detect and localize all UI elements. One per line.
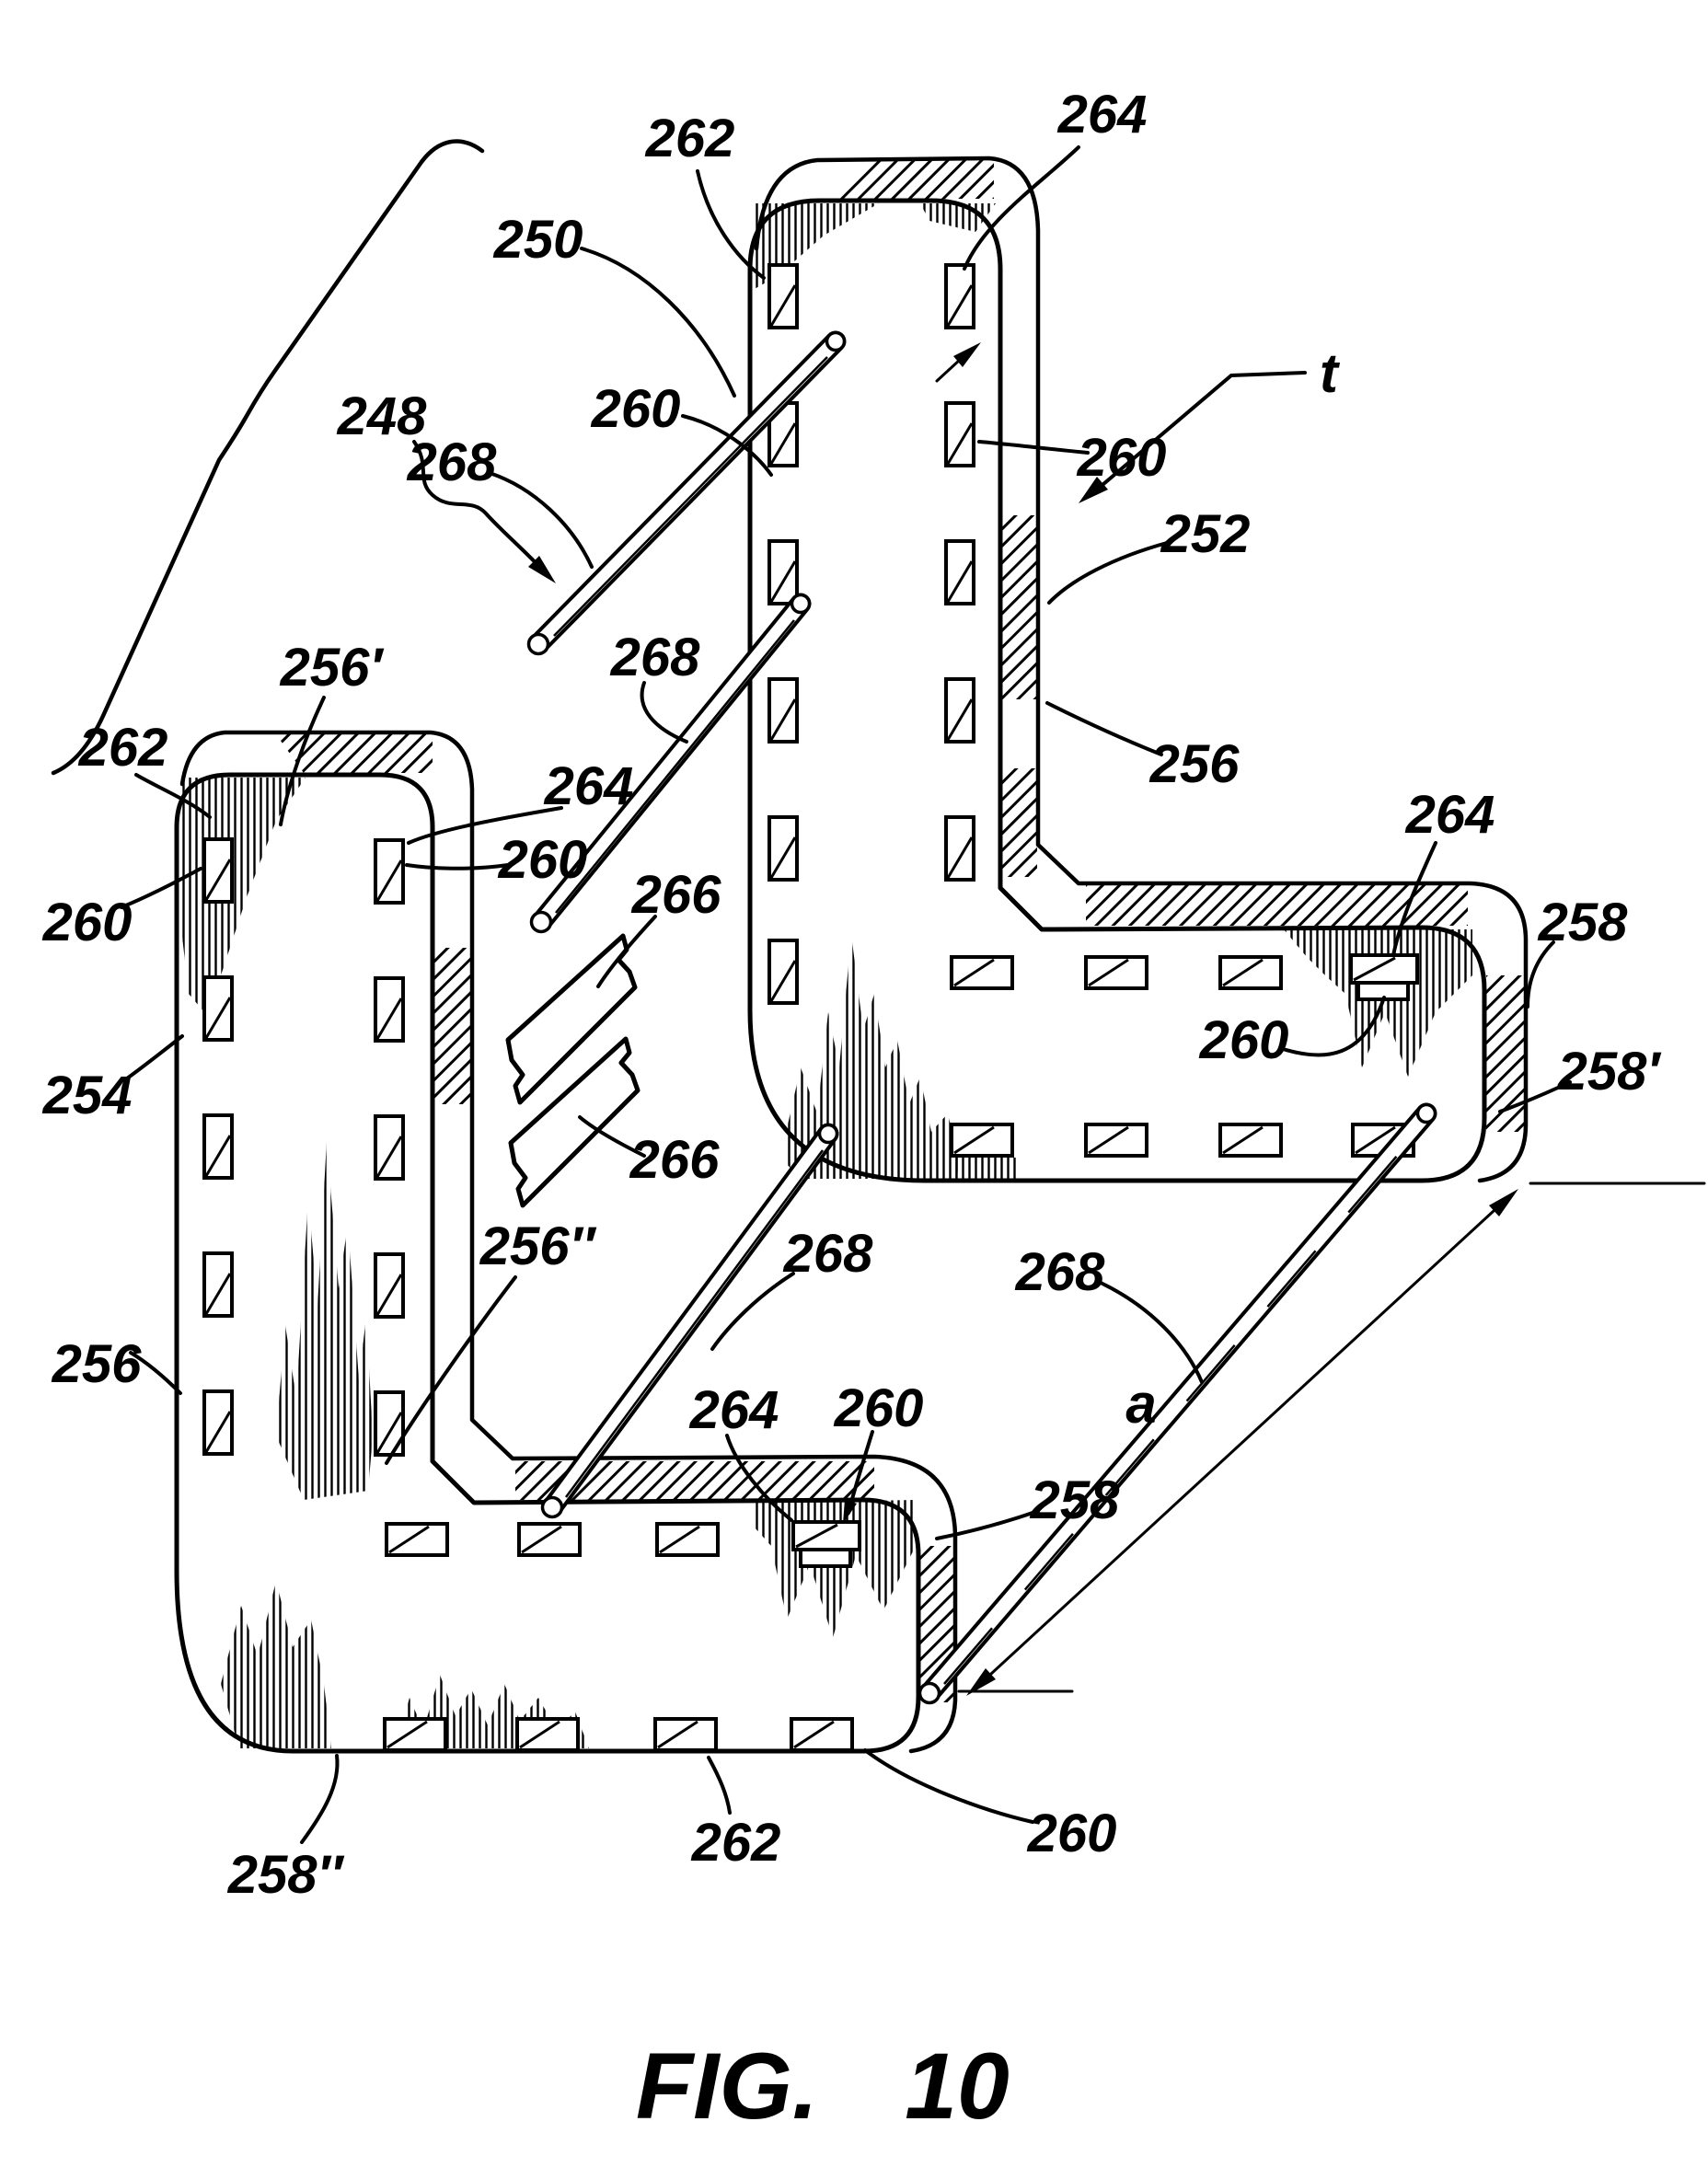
leader-256-right	[1045, 701, 1163, 756]
splice-strip-2	[508, 1036, 640, 1208]
leader-268-rod2	[640, 681, 688, 744]
brace-248	[51, 139, 485, 776]
right-angle-bracket	[747, 156, 1529, 1183]
leader-262-top	[696, 169, 766, 280]
ref-256-prime: 256′	[280, 638, 385, 698]
ref-250: 250	[493, 210, 583, 270]
leader-250	[580, 247, 736, 398]
dimension-a	[957, 1182, 1706, 1696]
leader-260-upper-left	[681, 414, 773, 477]
rod-3	[540, 1123, 839, 1519]
caption-fig-number: 10	[905, 2034, 1009, 2139]
left-angle-bracket	[174, 730, 958, 1754]
ref-254: 254	[42, 1066, 133, 1125]
leader-258-right	[1526, 940, 1555, 1009]
leader-268-rod4	[1099, 1281, 1204, 1384]
ref-t-thickness: t	[1320, 342, 1341, 404]
ref-262-top: 262	[645, 109, 735, 168]
ref-256-left: 256	[52, 1334, 143, 1394]
ref-268-rod3: 268	[783, 1224, 874, 1284]
dimension-arrow-lower	[966, 1668, 996, 1696]
ref-266-strip1: 266	[631, 865, 722, 925]
leader-262-left	[134, 773, 212, 819]
ref-264-left-arm: 264	[689, 1380, 779, 1440]
rod-2	[529, 593, 812, 934]
t-arrow-head	[1079, 477, 1108, 503]
leader-260-bottom	[863, 1748, 1034, 1824]
left-bracket-hatching	[180, 734, 955, 1748]
leader-260-left-arm-head	[843, 1499, 857, 1524]
ref-260-right-col: 260	[1077, 428, 1167, 488]
ref-260-left-right-col: 260	[498, 830, 588, 890]
ref-248-assembly: 248	[337, 386, 428, 446]
leader-268-rod3	[710, 1272, 795, 1351]
ref-260-left-left-col: 260	[42, 893, 133, 952]
thickness-t-pointer	[1079, 371, 1307, 503]
right-bracket-hatching	[753, 160, 1524, 1180]
assembly-brace-248	[51, 139, 556, 776]
splice-strips	[505, 933, 640, 1208]
ref-258-prime: 258′	[1557, 1042, 1662, 1101]
ref-258-double-prime: 258″	[227, 1845, 345, 1905]
t-leader	[1089, 371, 1307, 497]
rods	[526, 330, 1437, 1705]
leader-260-right-col	[977, 440, 1090, 455]
leader-256-left	[129, 1351, 182, 1395]
ref-260-bottom: 260	[1027, 1804, 1117, 1863]
leader-264-right-arm	[1391, 841, 1437, 957]
arrow-248-squiggle	[412, 440, 545, 572]
slot-pointer-arrow	[935, 342, 981, 383]
dimension-arrow-upper	[1489, 1189, 1518, 1216]
ref-268-rod1: 268	[407, 432, 498, 492]
leader-264-left	[407, 806, 563, 845]
leader-266-strip2	[578, 1115, 646, 1158]
ref-a-dimension: a	[1125, 1373, 1156, 1435]
ref-256-right: 256	[1149, 734, 1241, 794]
leader-268-rod1	[488, 471, 594, 569]
ref-260-left-arm: 260	[834, 1378, 924, 1438]
rod-4	[917, 1102, 1437, 1705]
ref-258-left-arm: 258	[1030, 1470, 1121, 1530]
ref-260-right-arm: 260	[1199, 1010, 1289, 1070]
leader-252	[1047, 541, 1169, 605]
left-bracket-outer-edge	[179, 730, 958, 1754]
leader-lines	[120, 145, 1572, 1844]
caption-fig-text: FIG.	[636, 2034, 818, 2139]
ref-266-strip2: 266	[629, 1130, 721, 1190]
ref-260-upper-left: 260	[591, 379, 681, 439]
arrow-248-head	[528, 556, 556, 583]
ref-258-right-arm: 258	[1538, 893, 1629, 952]
left-bracket-front-face	[174, 772, 921, 1754]
ref-256-double-prime: 256″	[479, 1216, 597, 1276]
leader-260-left-b	[120, 867, 202, 909]
ref-268-rod2: 268	[610, 628, 701, 687]
dimension-line	[989, 1209, 1495, 1676]
leader-264-left-arm	[725, 1434, 793, 1522]
reference-labels: 262 250 264 t 260 268 268 252 256′ 262 2…	[42, 85, 1662, 1905]
leader-266-strip1	[596, 915, 657, 988]
ref-264-right-arm: 264	[1405, 785, 1495, 845]
ref-262-left: 262	[78, 718, 168, 778]
leader-258-double-prime	[300, 1754, 340, 1844]
leader-258-left-arm	[935, 1509, 1040, 1540]
leader-256-prime	[279, 696, 326, 826]
leader-264-top	[963, 145, 1080, 271]
ref-268-rod4: 268	[1015, 1242, 1106, 1302]
ref-264-left: 264	[544, 756, 634, 816]
leader-258-prime	[1498, 1080, 1572, 1113]
figure-caption: FIG. 10	[636, 2034, 1010, 2139]
ref-262-bottom: 262	[691, 1813, 781, 1873]
right-bracket-outer-edge	[754, 156, 1529, 1183]
ref-252: 252	[1160, 504, 1251, 564]
leader-260-right-arm	[1281, 996, 1386, 1057]
leader-256-double-prime	[385, 1275, 517, 1465]
ref-264-top: 264	[1057, 85, 1148, 144]
leader-262-bottom	[707, 1756, 732, 1815]
leader-254	[125, 1034, 184, 1080]
rod-1	[526, 330, 847, 656]
leader-260-left-a	[405, 863, 510, 870]
